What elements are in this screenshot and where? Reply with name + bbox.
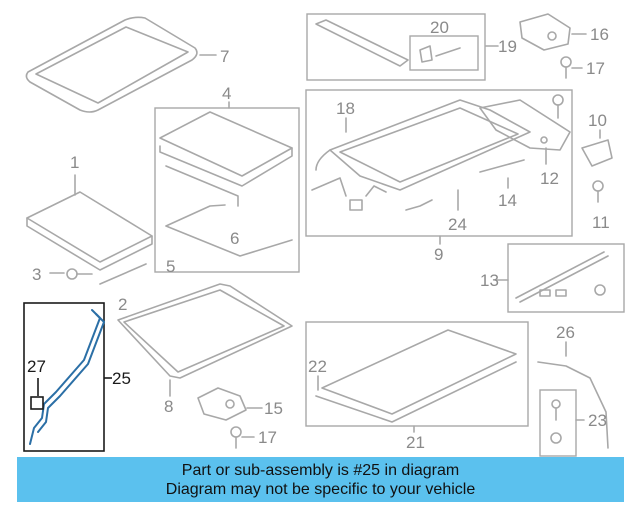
callout-26: 26 <box>556 323 575 342</box>
callout-5: 5 <box>166 257 175 276</box>
part-17-screw-lower <box>230 426 242 449</box>
part-10-bracket <box>581 139 613 167</box>
part-12-bolt <box>552 94 564 119</box>
part-4-panel <box>159 111 293 207</box>
part-2-strip <box>99 263 147 285</box>
part-11-nut <box>592 180 604 203</box>
callout-9: 9 <box>434 245 443 264</box>
part-15-motor <box>197 387 247 421</box>
part-7-glass <box>25 16 217 113</box>
callout-23: 23 <box>588 411 607 430</box>
callout-4: 4 <box>222 84 231 103</box>
part-25-box <box>23 302 105 452</box>
callout-8: 8 <box>164 397 173 416</box>
banner-line-2: Diagram may not be specific to your vehi… <box>165 481 476 498</box>
callout-18: 18 <box>336 99 355 118</box>
callout-27: 27 <box>27 357 46 376</box>
callout-1: 1 <box>70 153 79 172</box>
callout-12: 12 <box>540 169 559 188</box>
part-12-rail <box>479 99 571 151</box>
part-9-box <box>305 89 573 237</box>
callout-25: 25 <box>112 369 131 388</box>
info-banner: Part or sub-assembly is #25 in diagram D… <box>17 457 624 502</box>
part-17-screw-upper <box>560 56 572 79</box>
callout-21: 21 <box>406 433 425 452</box>
part-23-fasteners <box>550 399 562 444</box>
callout-22: 22 <box>308 357 327 376</box>
part-19-box <box>306 13 486 81</box>
callout-20: 20 <box>430 18 449 37</box>
callout-16: 16 <box>590 25 609 44</box>
callout-7: 7 <box>220 47 229 66</box>
part-19-frame <box>315 19 409 67</box>
part-8-seal <box>117 283 293 379</box>
part-21-box <box>305 321 529 427</box>
part-1-glass <box>26 191 153 271</box>
part-20-bracket <box>419 45 433 63</box>
callout-15: 15 <box>264 399 283 418</box>
part-9-frame <box>311 99 531 211</box>
part-13-mechanism <box>515 251 609 303</box>
callout-14: 14 <box>498 191 517 210</box>
callout-13: 13 <box>480 271 499 290</box>
callout-17-upper: 17 <box>586 59 605 78</box>
callout-19: 19 <box>498 37 517 56</box>
callout-24: 24 <box>448 215 467 234</box>
part-20-box <box>409 35 479 71</box>
callout-17-lower: 17 <box>258 428 277 447</box>
callout-2: 2 <box>118 295 127 314</box>
part-27-clip <box>30 396 44 410</box>
part-24-cable <box>405 199 433 211</box>
part-13-box <box>507 243 625 313</box>
banner-line-1: Part or sub-assembly is #25 in diagram <box>181 462 460 479</box>
part-14-strip <box>479 159 525 173</box>
callout-11: 11 <box>592 213 610 232</box>
callout-6: 6 <box>230 229 239 248</box>
part-5-seal <box>165 204 293 257</box>
part-16-motor <box>519 13 571 51</box>
part-3-screw <box>66 268 93 280</box>
part-4-box <box>154 107 300 273</box>
part-26-hose <box>537 361 609 449</box>
part-23-box <box>539 389 577 457</box>
callout-10: 10 <box>588 111 607 130</box>
part-25-drain-hose <box>29 309 105 445</box>
callout-3: 3 <box>32 265 41 284</box>
part-21-sunshade <box>315 329 517 423</box>
